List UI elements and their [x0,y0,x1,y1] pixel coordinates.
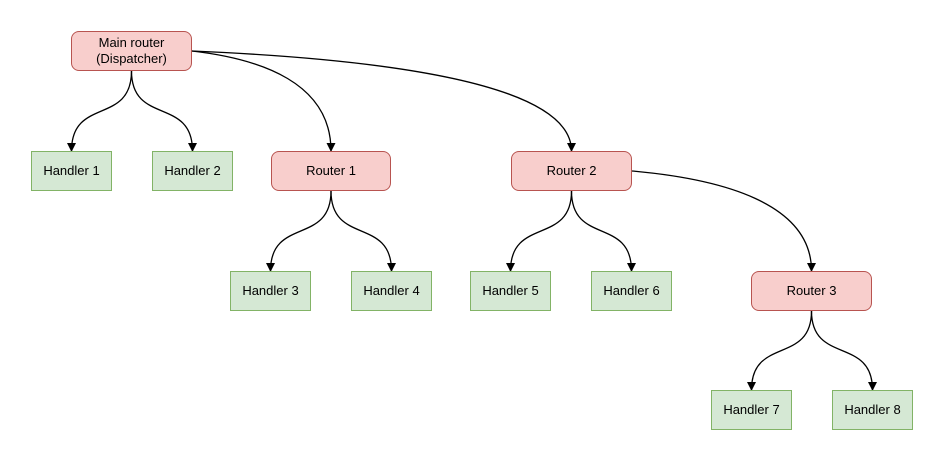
node-label: (Dispatcher) [96,51,167,66]
node-label: Handler 3 [242,283,299,298]
node-h5: Handler 5 [470,271,551,311]
edges-group [67,50,877,391]
node-h2: Handler 2 [152,151,233,191]
edge-r1-h3 [266,190,332,272]
edge-main-h1 [67,70,133,152]
edge-main-r2 [191,50,576,152]
edge-r2-h6 [570,190,636,272]
node-label: Handler 5 [482,283,539,298]
edge-r2-r3 [631,170,816,272]
edge-r3-h7 [747,310,813,391]
node-label: Main router [98,35,165,50]
node-label: Handler 8 [844,402,901,417]
node-label: Handler 4 [363,283,420,298]
node-label: Handler 1 [43,163,100,178]
node-h7: Handler 7 [711,390,792,430]
node-label: Router 2 [546,163,597,178]
node-label: Handler 2 [164,163,221,178]
node-label: Handler 7 [723,402,780,417]
node-r3: Router 3 [751,271,872,311]
edge-r2-h5 [506,190,573,272]
node-h4: Handler 4 [351,271,432,311]
node-h8: Handler 8 [832,390,913,430]
edge-main-h2 [130,70,197,152]
node-h1: Handler 1 [31,151,112,191]
node-label: Router 3 [786,283,837,298]
edge-r1-h4 [330,190,396,272]
node-main: Main router(Dispatcher) [71,31,192,71]
node-label: Handler 6 [603,283,660,298]
node-label: Router 1 [306,163,356,178]
edge-main-r1 [191,50,336,152]
node-h6: Handler 6 [591,271,672,311]
edge-r3-h8 [810,310,877,391]
node-r1: Router 1 [271,151,391,191]
node-h3: Handler 3 [230,271,311,311]
node-r2: Router 2 [511,151,632,191]
